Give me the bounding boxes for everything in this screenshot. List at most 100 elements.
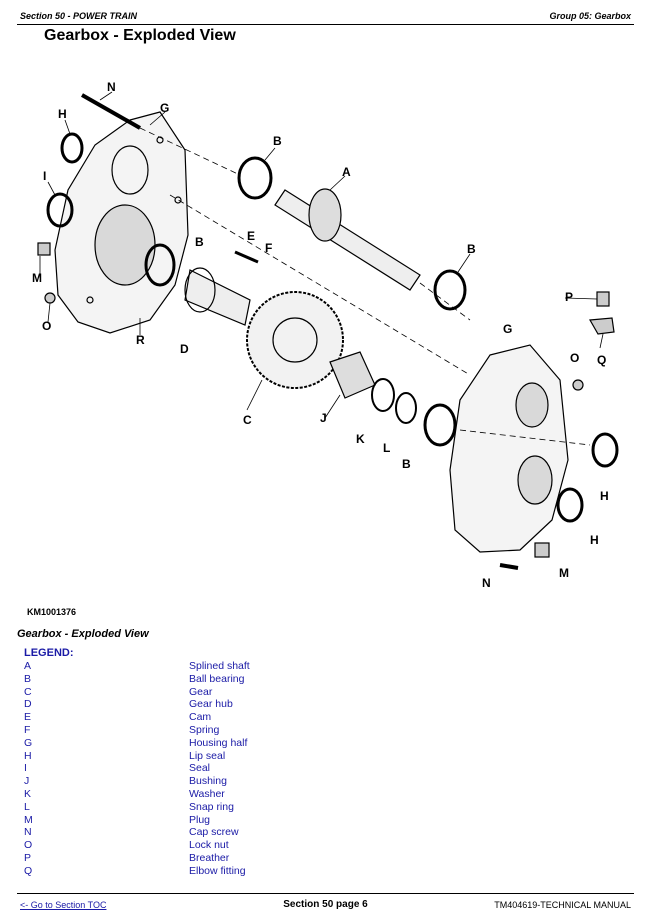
callout-h-left: H xyxy=(58,107,67,121)
callout-d: D xyxy=(180,342,189,356)
callout-l: L xyxy=(383,441,390,455)
washer xyxy=(371,378,395,412)
legend-item: A Splined shaft xyxy=(24,660,424,673)
page-footer: <- Go to Section TOC Section 50 page 6 T… xyxy=(17,893,634,914)
legend-label: Washer xyxy=(189,787,225,800)
right-housing-bore-lower xyxy=(517,455,553,505)
legend-label: Cam xyxy=(189,711,212,724)
callout-r: R xyxy=(136,333,145,347)
legend-key: D xyxy=(24,698,32,711)
lip-seal-right-upper xyxy=(591,432,619,468)
callout-f: F xyxy=(265,241,272,255)
plug-right xyxy=(534,542,550,558)
legend-key: G xyxy=(24,736,33,749)
callout-c: C xyxy=(243,413,252,427)
callout-h-right-upper: H xyxy=(600,489,609,503)
legend-item: N Cap screw xyxy=(24,826,424,839)
callout-b-left: B xyxy=(195,235,204,249)
gear xyxy=(246,291,344,389)
legend-key: O xyxy=(24,839,33,852)
legend-key: J xyxy=(24,775,30,788)
legend-label: Elbow fitting xyxy=(189,864,246,877)
legend-key: M xyxy=(24,813,33,826)
legend-label: Seal xyxy=(189,762,211,775)
legend-key: B xyxy=(24,672,32,685)
figure-code: KM1001376 xyxy=(27,607,77,617)
lock-nut-right xyxy=(572,379,584,391)
bearing-top xyxy=(237,156,273,200)
lip-seal-left xyxy=(60,132,84,164)
callout-g-right: G xyxy=(503,322,512,336)
legend-key: A xyxy=(24,660,32,672)
legend-item: O Lock nut xyxy=(24,839,424,852)
legend-label: Spring xyxy=(189,723,220,736)
callout-q: Q xyxy=(597,353,606,367)
breather xyxy=(596,291,610,307)
header-section: Section 50 - POWER TRAIN xyxy=(20,11,138,21)
exploded-view-diagram: N G H I M O R B B B B A E F D C J K L P … xyxy=(32,80,619,590)
legend-key: I xyxy=(24,762,27,775)
legend-label: Snap ring xyxy=(189,800,234,813)
legend-label: Cap screw xyxy=(189,826,239,839)
lip-seal-right-lower xyxy=(556,487,584,523)
legend-key: K xyxy=(24,787,32,800)
bearing-lower xyxy=(423,403,457,447)
manual-id: TM404619-TECHNICAL MANUAL xyxy=(494,900,631,910)
elbow-fitting xyxy=(589,317,615,335)
legend-key: N xyxy=(24,826,32,839)
lock-nut-left xyxy=(44,292,56,304)
callout-o-left: O xyxy=(42,319,51,333)
legend-label: Plug xyxy=(189,813,211,826)
page-number: Section 50 page 6 xyxy=(283,899,368,910)
callout-h-right-lower: H xyxy=(590,533,599,547)
callout-b-top: B xyxy=(273,134,282,148)
legend-key: P xyxy=(24,851,32,864)
cam xyxy=(234,250,259,264)
shaft-gear xyxy=(308,188,342,242)
legend-label: Splined shaft xyxy=(189,660,250,672)
callout-k: K xyxy=(356,432,365,446)
callout-b-lower: B xyxy=(402,457,411,471)
legend-key: Q xyxy=(24,864,33,877)
callout-b-right: B xyxy=(467,242,476,256)
legend-key: C xyxy=(24,685,32,698)
snap-ring xyxy=(395,392,417,424)
callout-g-left: G xyxy=(160,101,169,115)
callout-n-top: N xyxy=(107,80,116,94)
cap-screw-bottom xyxy=(499,563,519,570)
section-toc-link[interactable]: <- Go to Section TOC xyxy=(20,900,107,910)
legend-item: K Washer xyxy=(24,788,424,801)
callout-e: E xyxy=(247,229,255,243)
page-header: Section 50 - POWER TRAIN Group 05: Gearb… xyxy=(17,8,634,25)
page-title: Gearbox - Exploded View xyxy=(44,27,236,44)
legend-item: Q Elbow fitting xyxy=(24,865,424,878)
legend-label: Gear xyxy=(189,685,213,698)
legend-key: L xyxy=(24,800,30,813)
bearing-left xyxy=(144,243,176,287)
legend-list: A Splined shaft B Ball bearing C Gear D Gear… xyxy=(24,660,424,878)
seal-left xyxy=(46,192,74,228)
header-group: Group 05: Gearbox xyxy=(549,11,631,21)
callout-j: J xyxy=(320,411,327,425)
callout-a: A xyxy=(342,165,351,179)
splined-shaft xyxy=(274,189,421,291)
figure-caption: Gearbox - Exploded View xyxy=(17,628,149,640)
callout-n-bottom: N xyxy=(482,576,491,590)
legend-key: H xyxy=(24,749,32,762)
legend-item: C Gear xyxy=(24,686,424,699)
legend-item: I Seal xyxy=(24,762,424,775)
gear-hub xyxy=(184,269,251,326)
callout-i: I xyxy=(43,169,46,183)
plug-left xyxy=(37,242,51,256)
legend-label: Lock nut xyxy=(189,839,229,852)
right-housing xyxy=(449,344,569,553)
legend-label: Gear hub xyxy=(189,698,233,711)
legend-item: M Plug xyxy=(24,814,424,827)
bearing-right xyxy=(433,269,467,311)
legend-title: LEGEND: xyxy=(24,647,74,659)
legend-label: Ball bearing xyxy=(189,672,245,685)
callout-m-left: M xyxy=(32,271,42,285)
